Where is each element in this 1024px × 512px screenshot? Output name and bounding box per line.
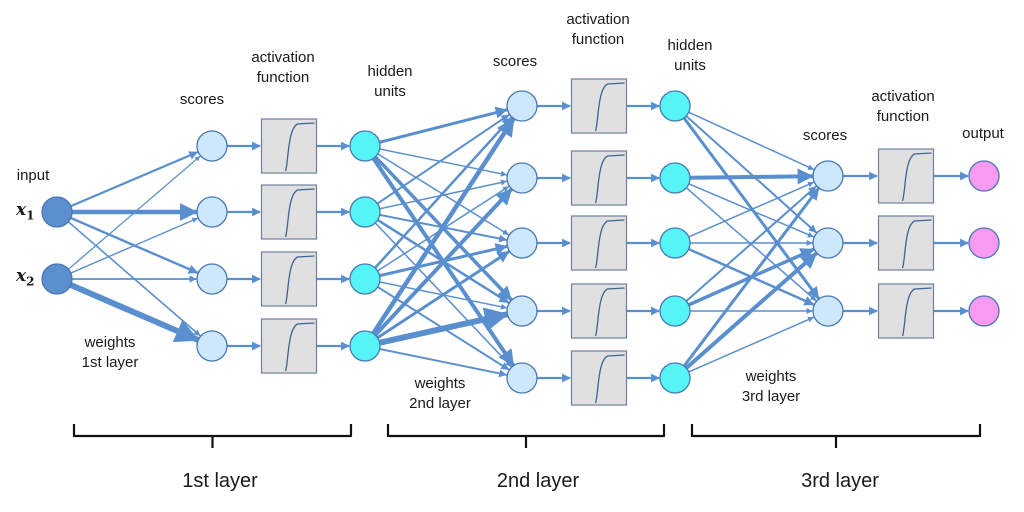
weight-edge-l2	[373, 187, 514, 338]
weight-edge-l1	[70, 217, 199, 274]
score-node-l2	[506, 362, 538, 394]
score-node-l1	[196, 196, 228, 228]
weight-edge-l3	[687, 181, 815, 238]
layer-2-label: 2nd layer	[496, 470, 580, 492]
layer-1-label: 1st layer	[182, 470, 258, 492]
hidden-unit-l1	[349, 330, 381, 362]
sigmoid-curve	[901, 287, 932, 337]
hidden-unit-l2	[659, 90, 691, 122]
weight-edge-l3	[685, 185, 818, 303]
weight-edge-l3	[687, 111, 815, 171]
weight-edge-l3	[682, 116, 820, 300]
score-node-l2	[506, 295, 538, 327]
x1-label: x1	[16, 200, 35, 223]
weight-edge-l2	[373, 116, 513, 270]
weight-edge-l2	[376, 113, 510, 205]
hidden-unit-l2	[659, 227, 691, 259]
weight-edge-l3	[687, 316, 815, 373]
weight-edge-l1	[69, 151, 199, 208]
score-node-l3	[812, 295, 844, 327]
weight-edge-l2	[378, 347, 508, 378]
weight-edge-l1	[67, 281, 201, 343]
weight-edge-l3	[687, 168, 815, 185]
output-node	[968, 227, 1000, 259]
hidden-unit-l2	[659, 362, 691, 394]
sigmoid-curve	[594, 287, 625, 337]
sigmoid-curve	[284, 255, 315, 305]
input-label: input	[16, 167, 50, 184]
layer-2-bracket	[386, 424, 666, 448]
output-node	[968, 160, 1000, 192]
score-node-l1	[196, 263, 228, 295]
weight-edge-l2	[376, 307, 510, 346]
layer-3-bracket	[690, 424, 982, 448]
sigmoid-curve	[594, 219, 625, 269]
output-node	[968, 295, 1000, 327]
weight-edge-l3	[685, 115, 818, 234]
weight-edge-l1	[67, 155, 201, 270]
scores-label-2: scores	[492, 53, 538, 70]
sigmoid-curve	[284, 322, 315, 372]
layer-3-label: 3rd layer	[801, 470, 879, 492]
hidden-unit-l2	[659, 162, 691, 194]
input-node	[41, 263, 73, 295]
score-node-l3	[812, 160, 844, 192]
layer-1-bracket	[72, 424, 353, 448]
weight-edge-l2	[378, 179, 508, 210]
x2-label: x2	[16, 266, 35, 289]
score-node-l2	[506, 162, 538, 194]
weight-edge-l2	[378, 148, 508, 177]
score-node-l3	[812, 227, 844, 259]
output-label: output	[962, 125, 1004, 142]
scores-label-3: scores	[802, 127, 848, 144]
weight-edge-l3	[682, 187, 820, 368]
weight-edge-l3	[684, 251, 819, 371]
score-node-l2	[506, 227, 538, 259]
weight-edge-l2	[370, 117, 516, 336]
score-node-l1	[196, 330, 228, 362]
score-node-l1	[196, 130, 228, 162]
scores-label-1: scores	[179, 91, 225, 108]
weight-edge-l2	[378, 106, 508, 144]
sigmoid-curve	[594, 82, 625, 132]
sigmoid-curve	[594, 154, 625, 204]
weight-edge-l2	[376, 250, 511, 340]
hidden-unit-l1	[349, 263, 381, 295]
sigmoid-curve	[901, 219, 932, 269]
sigmoid-curve	[284, 188, 315, 238]
sigmoid-curve	[594, 354, 625, 404]
sigmoid-curve	[901, 152, 932, 202]
sigmoid-curve	[284, 122, 315, 172]
input-node	[41, 196, 73, 228]
hidden-unit-l2	[659, 295, 691, 327]
score-node-l2	[506, 90, 538, 122]
hidden-unit-l1	[349, 130, 381, 162]
hidden-unit-l1	[349, 196, 381, 228]
